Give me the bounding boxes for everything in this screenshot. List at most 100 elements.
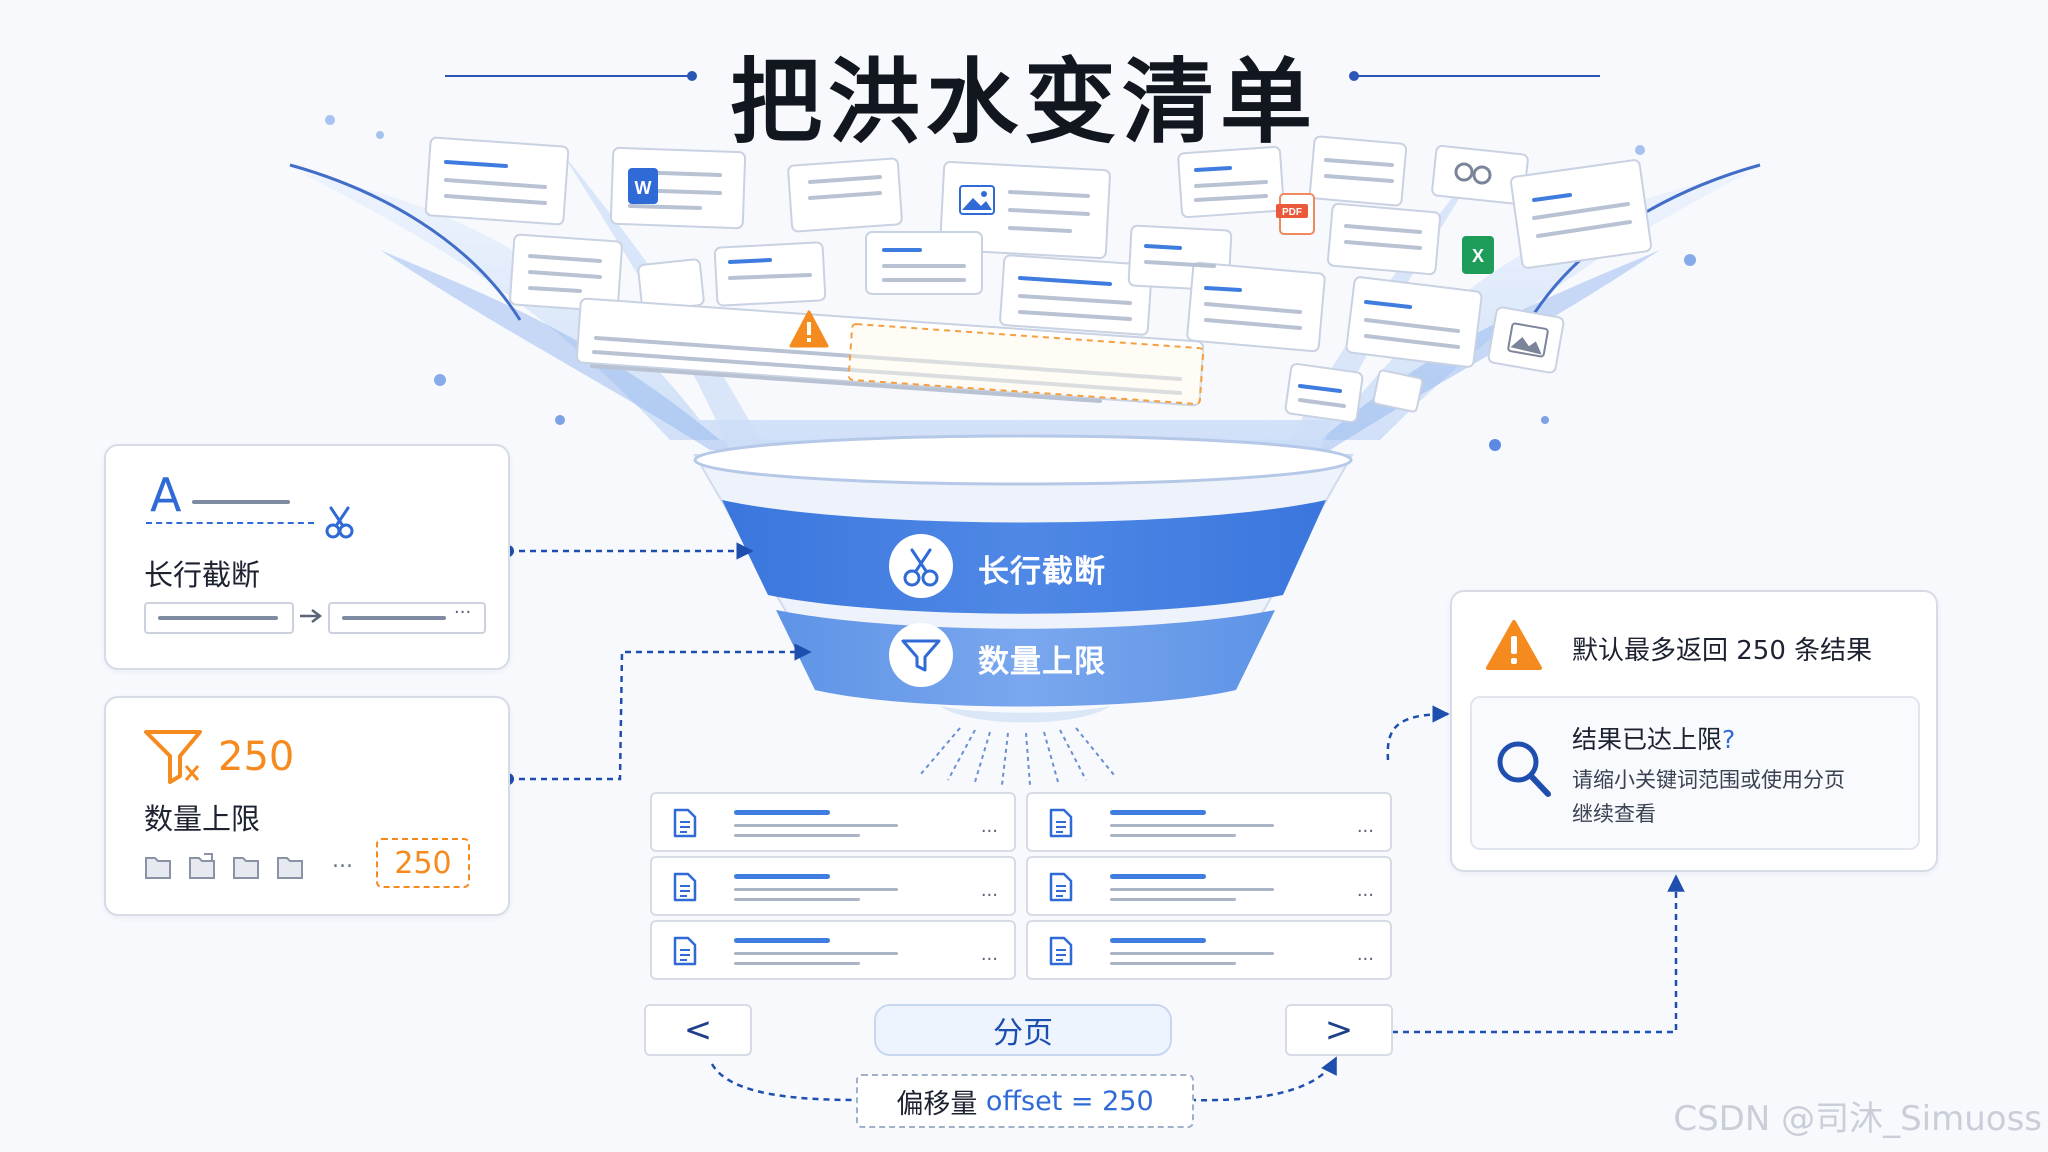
- question-mark: ?: [1722, 725, 1736, 754]
- result-list: ..................: [650, 792, 1392, 982]
- image-icon: [959, 185, 995, 215]
- doc-card: [1327, 202, 1441, 276]
- pagination-label[interactable]: 分页: [874, 1004, 1172, 1056]
- result-more: ...: [980, 944, 998, 965]
- result-title-line: [734, 810, 830, 815]
- excel-icon: X: [1462, 236, 1494, 274]
- result-title-line: [1110, 810, 1206, 815]
- info-warning-text: 默认最多返回 250 条结果: [1572, 636, 1873, 666]
- word-icon: W: [628, 168, 658, 204]
- document-icon: [673, 872, 697, 902]
- result-text-line: [1110, 824, 1274, 827]
- next-page-button[interactable]: >: [1285, 1004, 1393, 1056]
- offset-value: 250: [1102, 1085, 1154, 1117]
- image-icon: [1507, 322, 1549, 358]
- document-icon: [673, 808, 697, 838]
- doc-card: [1372, 369, 1424, 413]
- funnel: [693, 434, 1354, 723]
- document-icon: [1049, 808, 1073, 838]
- scissors-icon: [325, 506, 354, 539]
- more-ellipsis: ...: [332, 848, 353, 873]
- scissors-badge-icon: [889, 534, 953, 598]
- svg-text:PDF: PDF: [1282, 207, 1302, 218]
- connector-next-to-info: [1392, 874, 1685, 1034]
- connector-to-info: [1386, 705, 1450, 761]
- document-icon: [673, 936, 697, 966]
- result-text-line: [734, 952, 898, 955]
- limit-panel-label: 数量上限: [144, 802, 261, 836]
- doc-card: [1308, 135, 1408, 207]
- funnel-rim: [693, 434, 1353, 486]
- result-row[interactable]: ...: [1026, 920, 1392, 980]
- funnel-spout: [940, 706, 1110, 723]
- filter-cut-icon: [144, 730, 202, 784]
- result-text-line: [734, 824, 898, 827]
- doc-card: [1284, 363, 1364, 423]
- info-line1: 请缩小关键词范围或使用分页: [1572, 768, 1845, 792]
- funnel-band-limit-label: 数量上限: [978, 644, 1106, 680]
- result-more: ...: [1356, 816, 1374, 837]
- search-icon: [1497, 741, 1551, 797]
- overflow-highlight: [847, 323, 1205, 405]
- truncate-panel-label: 长行截断: [144, 558, 261, 592]
- funnel-band-truncate: [722, 500, 1326, 614]
- doc-lines: [444, 158, 1632, 408]
- page-title: 把洪水变清单: [729, 49, 1318, 156]
- result-title-line: [1110, 874, 1206, 879]
- limit-panel: 250 数量上限 ... 250: [104, 696, 510, 916]
- offset-key: offset: [985, 1085, 1063, 1117]
- title-rule-left-dot: [687, 71, 697, 81]
- folder-icons: [145, 853, 303, 879]
- svg-text:X: X: [1472, 246, 1484, 266]
- pdf-icon: PDF: [1276, 193, 1315, 235]
- result-text-line: [734, 898, 860, 901]
- result-title-line: [1110, 938, 1206, 943]
- prev-page-button[interactable]: <: [644, 1004, 752, 1056]
- arrow-right-icon: [300, 609, 323, 623]
- connector-limit: [508, 643, 812, 781]
- document-icon: [1049, 872, 1073, 902]
- before-bar: [144, 602, 294, 634]
- filter-badge-icon: [889, 623, 953, 687]
- info-heading: 结果已达上限?: [1572, 720, 1735, 756]
- doc-card: [865, 231, 983, 295]
- title-rule-right-dot: [1349, 71, 1359, 81]
- document-icon: [1049, 936, 1073, 966]
- result-text-line: [734, 834, 860, 837]
- result-text-line: [1110, 962, 1236, 965]
- offset-label: 偏移量: [896, 1088, 978, 1120]
- funnel-band-truncate-label: 长行截断: [978, 554, 1106, 590]
- cut-guide: [146, 522, 314, 524]
- letter-a: A: [150, 468, 182, 522]
- result-text-line: [1110, 888, 1274, 891]
- limit-tag: 250: [376, 838, 470, 888]
- result-row[interactable]: ...: [1026, 792, 1392, 852]
- info-inner-card: 结果已达上限? 请缩小关键词范围或使用分页 继续查看: [1470, 696, 1920, 850]
- result-row[interactable]: ...: [650, 920, 1016, 980]
- info-line2: 继续查看: [1572, 802, 1656, 826]
- result-text-line: [1110, 898, 1236, 901]
- result-row[interactable]: ...: [650, 856, 1016, 916]
- warning-icon: [1486, 620, 1542, 670]
- text-line: [192, 500, 290, 504]
- truncate-panel: A 长行截断 ···: [104, 444, 510, 670]
- result-more: ...: [980, 816, 998, 837]
- result-row[interactable]: ...: [650, 792, 1016, 852]
- result-text-line: [734, 962, 860, 965]
- result-text-line: [1110, 834, 1236, 837]
- result-more: ...: [1356, 944, 1374, 965]
- watermark: CSDN @司沐_Simuoss: [1673, 1099, 2042, 1139]
- connectors: [508, 542, 1685, 1102]
- doc-card: [1510, 159, 1652, 269]
- result-text-line: [734, 888, 898, 891]
- result-more: ...: [980, 880, 998, 901]
- svg-text:W: W: [635, 178, 652, 198]
- doc-card: [713, 241, 827, 307]
- after-bar: ···: [328, 602, 486, 634]
- warning-icon: [789, 310, 829, 348]
- result-title-line: [734, 938, 830, 943]
- result-row[interactable]: ...: [1026, 856, 1392, 916]
- funnel-drips: [919, 727, 1115, 786]
